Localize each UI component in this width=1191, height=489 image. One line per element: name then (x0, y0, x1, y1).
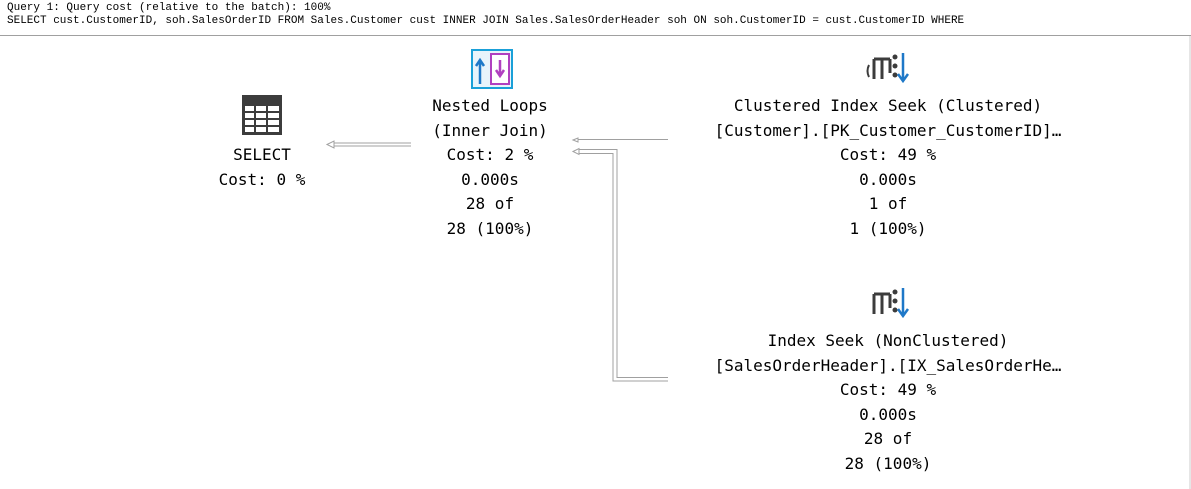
execution-plan-canvas: SELECT Cost: 0 % Nested Loops (Inner Joi… (0, 36, 1191, 489)
index-seek-rows-estimate: 28 (100%) (844, 453, 932, 473)
clustered-seek-rows-actual: 1 of (868, 194, 908, 213)
connector-clustered-to-nested (571, 137, 668, 143)
nested-loops-cost: Cost: 2 % (446, 145, 534, 164)
nested-loops-subtitle: (Inner Join) (432, 120, 548, 140)
right-edge-border (1189, 36, 1191, 489)
clustered-seek-cost: Cost: 49 % (839, 145, 937, 164)
nested-loops-rows-estimate: 28 (100%) (446, 218, 534, 238)
index-seek-time: 0.000s (859, 404, 917, 424)
clustered-seek-rows-estimate: 1 (100%) (849, 218, 927, 238)
query-header: Query 1: Query cost (relative to the bat… (0, 0, 1191, 36)
index-seek-object: [SalesOrderHeader].[IX_SalesOrderHe… (714, 355, 1062, 375)
index-seek-rows-actual: 28 of (863, 429, 913, 448)
select-cost: Cost: 0 % (218, 169, 306, 189)
clustered-seek-object: [Customer].[PK_Customer_CustomerID]… (714, 120, 1062, 140)
select-title: SELECT (233, 145, 291, 164)
clustered-seek-title: Clustered Index Seek (Clustered) (733, 96, 1043, 115)
index-seek-cost: Cost: 49 % (839, 380, 937, 399)
plan-connectors (325, 137, 668, 382)
query-text-line: SELECT cust.CustomerID, soh.SalesOrderID… (7, 15, 965, 27)
nested-loops-icon (471, 49, 513, 89)
index-seek-label: Index Seek (NonClustered) [SalesOrderHea… (668, 329, 1108, 476)
select-table-icon (242, 95, 282, 135)
query-cost-line: Query 1: Query cost (relative to the bat… (7, 2, 331, 14)
nested-loops-label: Nested Loops (Inner Join) Cost: 2 % 0.00… (390, 94, 590, 241)
nested-loops-time: 0.000s (461, 169, 519, 189)
clustered-seek-label: Clustered Index Seek (Clustered) [Custom… (668, 94, 1108, 241)
connector-indexseek-to-nested (571, 147, 668, 382)
clustered-index-seek-icon (866, 53, 910, 84)
select-label: SELECT Cost: 0 % (182, 143, 342, 192)
connector-nested-to-select (325, 140, 411, 149)
index-seek-title: Index Seek (NonClustered) (767, 331, 1009, 350)
index-seek-icon (872, 288, 910, 319)
clustered-seek-time: 0.000s (859, 169, 917, 189)
nested-loops-rows-actual: 28 of (465, 194, 515, 213)
nested-loops-title: Nested Loops (432, 96, 548, 115)
